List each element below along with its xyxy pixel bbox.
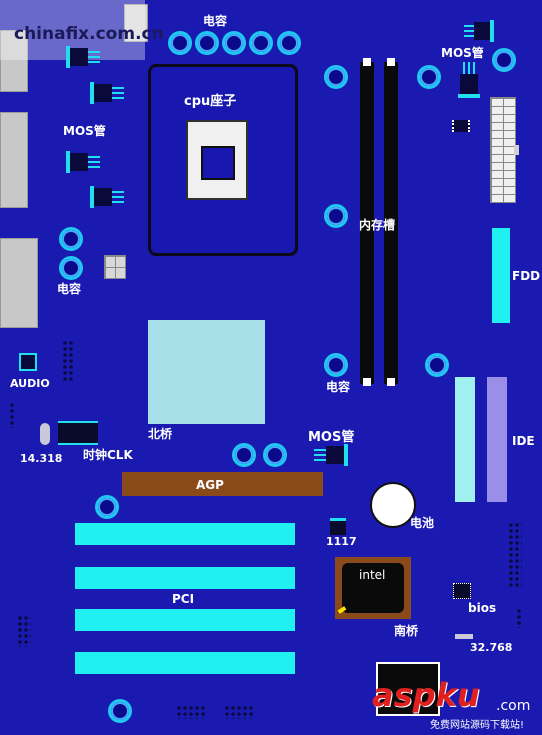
pin-header (516, 608, 522, 628)
watermark-bottom-brand: aspku (372, 676, 480, 714)
capacitor-left-label: 电容 (57, 282, 82, 296)
mos-icon (66, 46, 104, 68)
agp-label: AGP (196, 478, 224, 492)
pin-header (176, 705, 206, 719)
io-port-top (124, 4, 148, 42)
mos-icon (458, 62, 480, 100)
capacitor-icon (108, 699, 132, 723)
capacitor-mid-label: 电容 (326, 380, 351, 394)
capacitor-icon (232, 443, 256, 467)
mos-icon (464, 20, 500, 42)
watermark-bottom-slogan: 免费网站源码下载站! (430, 720, 525, 731)
mos-bottom-label: MOS管 (308, 430, 355, 445)
capacitor-icon (59, 256, 83, 280)
mos-icon (90, 186, 128, 208)
pin-header (9, 402, 15, 428)
pci-slot (75, 567, 295, 589)
fdd-label: FDD (512, 269, 541, 283)
capacitor-icon (59, 227, 83, 251)
memory-slot (360, 62, 374, 384)
south-bridge-label: 南桥 (394, 624, 419, 638)
crystal-icon (40, 423, 50, 445)
mos-icon (314, 444, 352, 466)
pin-header (17, 615, 31, 647)
pin-header (224, 705, 254, 719)
memory-clip (387, 378, 395, 386)
regulator-icon (330, 518, 346, 535)
reg-1117-label: 1117 (326, 535, 357, 548)
agp-slot (122, 472, 323, 496)
bios-chip (453, 583, 471, 599)
north-bridge-label: 北桥 (148, 427, 173, 441)
audio-chip (19, 353, 37, 371)
capacitor-icon (324, 65, 348, 89)
crystal-14-label: 14.318 (20, 452, 63, 465)
capacitor-icon (95, 495, 119, 519)
pci-slot (75, 652, 295, 674)
capacitor-icon (168, 31, 192, 55)
capacitor-icon (492, 48, 516, 72)
south-bridge-chip (342, 563, 404, 613)
cpu-socket-hole (201, 146, 235, 180)
watermark-top: chinafix.com.cn (14, 24, 164, 44)
capacitor-icon (324, 353, 348, 377)
clock-chip (58, 421, 98, 445)
audio-label: AUDIO (10, 377, 50, 390)
memory-slot-label: 内存槽 (359, 218, 396, 232)
crystal-32-label: 32.768 (470, 641, 513, 654)
ide-connector-1 (455, 377, 475, 502)
pci-label: PCI (172, 592, 195, 606)
pin-header (508, 522, 522, 588)
fan-connector (104, 255, 126, 279)
capacitor-icon (249, 31, 273, 55)
atx-power-connector (490, 97, 516, 203)
capacitor-icon (277, 31, 301, 55)
capacitor-top-label: 电容 (203, 14, 228, 28)
watermark-bottom-tld: .com (496, 698, 531, 714)
crystal-icon (455, 634, 473, 639)
io-port-1 (0, 30, 28, 92)
memory-clip (363, 58, 371, 66)
capacitor-icon (195, 31, 219, 55)
capacitor-icon (417, 65, 441, 89)
small-chip (452, 120, 470, 132)
capacitor-icon (222, 31, 246, 55)
ide-label: IDE (512, 434, 535, 448)
cpu-socket-label: cpu座子 (184, 94, 237, 109)
capacitor-icon (425, 353, 449, 377)
capacitor-icon (263, 443, 287, 467)
pci-slot (75, 523, 295, 545)
capacitor-icon (324, 204, 348, 228)
pin-header (62, 340, 74, 382)
mos-top-right-label: MOS管 (441, 46, 484, 60)
north-bridge (148, 320, 265, 424)
mos-left-label: MOS管 (63, 124, 106, 138)
usb-connector (376, 662, 440, 716)
io-port-3 (0, 238, 38, 328)
battery-icon (370, 482, 416, 528)
fdd-connector (492, 228, 510, 323)
pci-slot (75, 609, 295, 631)
memory-clip (363, 378, 371, 386)
battery-label: 电池 (410, 516, 435, 530)
bios-label: bios (468, 601, 497, 615)
io-port-2 (0, 112, 28, 208)
memory-clip (387, 58, 395, 66)
mos-icon (66, 151, 104, 173)
intel-label: intel (359, 568, 386, 582)
memory-slot (384, 62, 398, 384)
mos-icon (90, 82, 128, 104)
atx-latch (514, 145, 519, 155)
ide-connector-2 (487, 377, 507, 502)
clock-label: 时钟CLK (83, 448, 133, 462)
